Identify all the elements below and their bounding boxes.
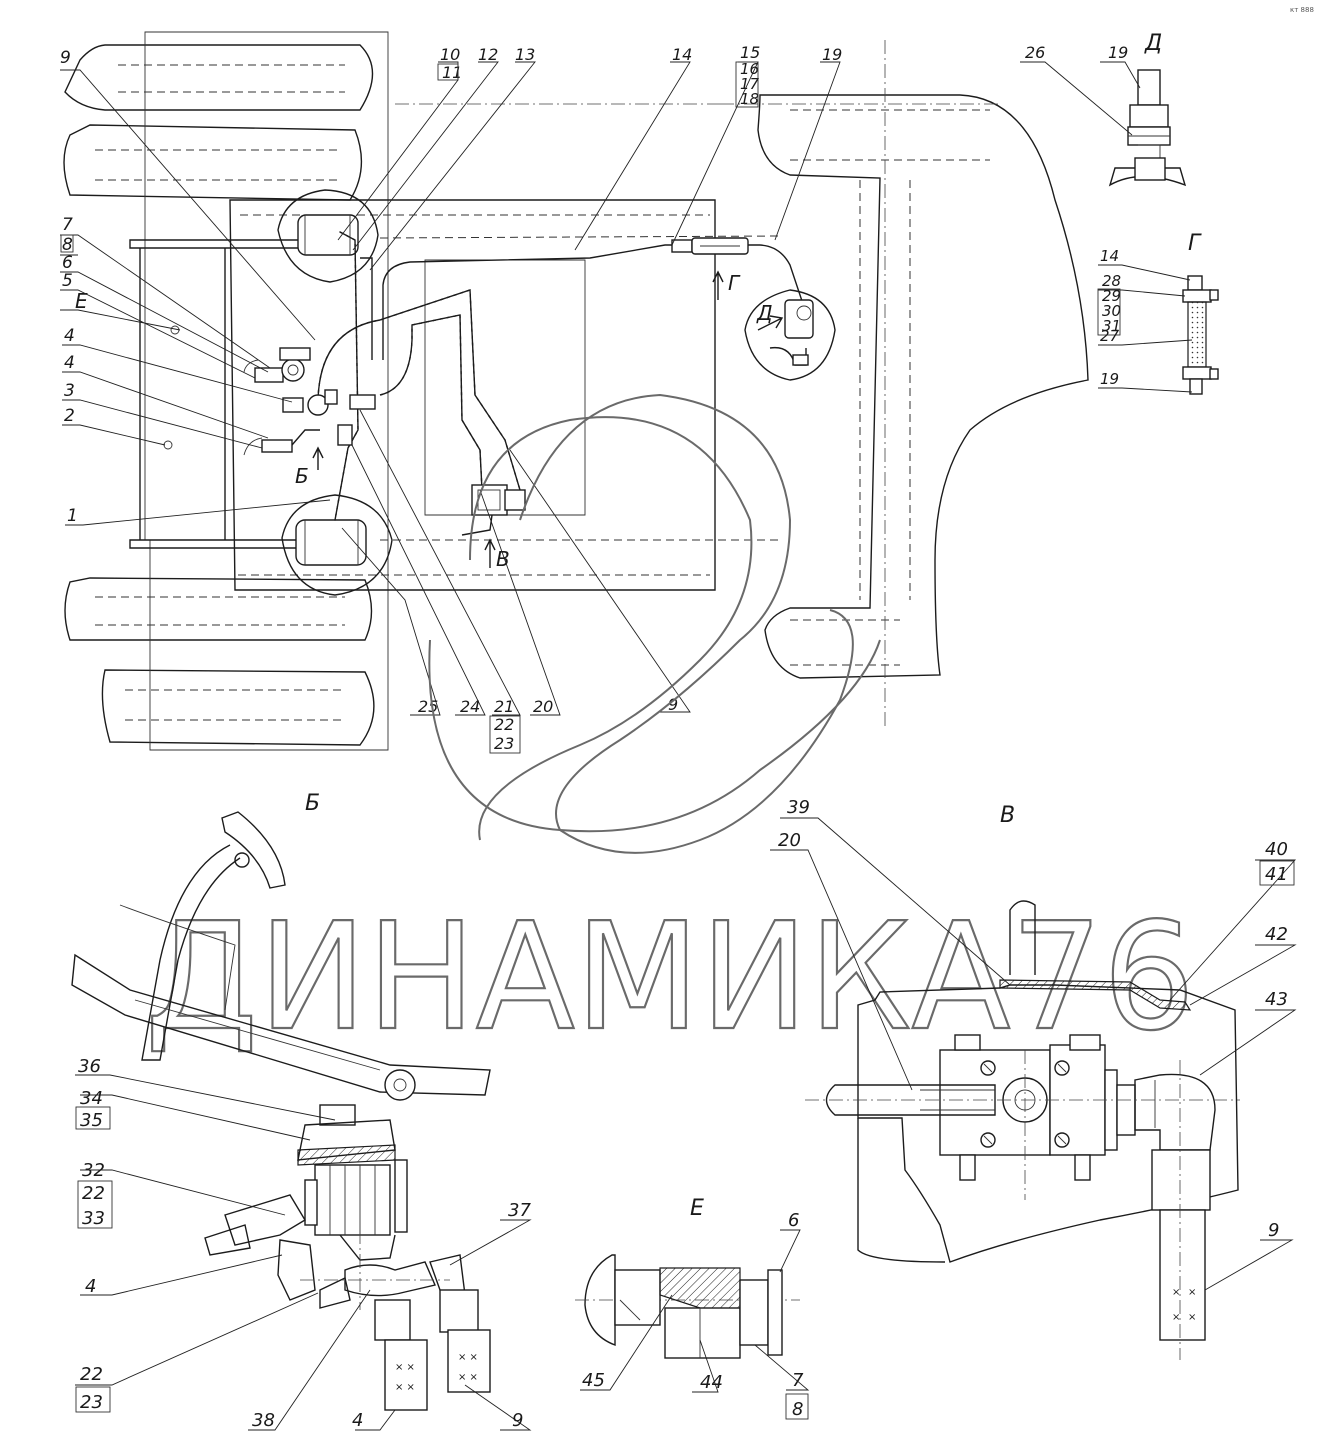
v-label-41: 41 <box>1265 864 1288 885</box>
view-title-e: Е <box>690 1196 704 1221</box>
b-label-34: 34 <box>80 1088 103 1109</box>
d-label-19: 19 <box>1108 43 1128 62</box>
main-label-8: 8 <box>62 235 73 255</box>
main-label-20: 20 <box>533 697 553 716</box>
g-label-19: 19 <box>1100 370 1119 388</box>
view-title-g: Г <box>1188 231 1202 256</box>
view-b: Б × × × × × × × × 36 34 35 <box>71 791 532 1431</box>
main-label-21: 21 <box>494 697 514 716</box>
g-label-30: 30 <box>1102 302 1121 320</box>
x-mark: × <box>1172 1312 1180 1323</box>
b-label-22a: 22 <box>82 1183 105 1204</box>
x-mark: × × <box>395 1382 415 1393</box>
left-wheels <box>63 31 389 751</box>
main-label-19: 19 <box>822 45 842 64</box>
main-label-12: 12 <box>478 45 498 64</box>
main-label-16: 16 <box>740 60 759 78</box>
main-label-15: 15 <box>740 43 760 62</box>
d-label-26: 26 <box>1025 43 1045 62</box>
left-leaders: 7 8 6 5 4 4 3 2 1 <box>60 215 331 526</box>
x-mark: × <box>1188 1287 1196 1298</box>
view-title-d: Д <box>1144 31 1162 56</box>
main-label-1: 1 <box>67 506 78 526</box>
g-label-27: 27 <box>1100 327 1120 345</box>
b-label-23: 23 <box>80 1392 103 1413</box>
brake-chamber-top <box>277 189 379 283</box>
e-label-8: 8 <box>792 1399 803 1420</box>
x-mark: × × <box>395 1362 415 1373</box>
b-label-37: 37 <box>508 1200 531 1221</box>
arrow-label-d: Д <box>756 301 773 325</box>
b-label-33: 33 <box>82 1208 105 1229</box>
main-label-4a: 4 <box>64 326 75 346</box>
v-label-40: 40 <box>1265 839 1288 860</box>
b-label-4a: 4 <box>85 1276 96 1297</box>
bottom-leaders: 25 24 21 22 23 20 9 <box>341 409 691 754</box>
corner-mark: кт 888 <box>1290 6 1314 14</box>
b-label-4b: 4 <box>352 1410 363 1431</box>
main-label-17: 17 <box>740 75 760 93</box>
main-label-22: 22 <box>494 715 514 734</box>
g-label-29: 29 <box>1102 287 1121 305</box>
main-label-4b: 4 <box>64 353 75 373</box>
b-label-36: 36 <box>78 1056 101 1077</box>
g-label-31: 31 <box>1102 317 1121 335</box>
b-label-35: 35 <box>80 1110 103 1131</box>
top-leaders: 9 10 11 12 13 14 15 16 17 18 19 <box>60 43 842 341</box>
view-g: Г 14 28 29 30 31 27 19 <box>1097 231 1219 395</box>
brake-chamber-bottom <box>281 494 393 596</box>
v-label-39: 39 <box>787 797 810 818</box>
valve-cluster <box>243 347 376 456</box>
x-mark: × × <box>458 1352 478 1363</box>
view-title-v: В <box>1000 803 1015 828</box>
view-d: Д 26 19 <box>1020 31 1187 187</box>
x-mark: × × <box>458 1372 478 1383</box>
v-label-42: 42 <box>1265 924 1288 945</box>
v-label-20: 20 <box>778 830 801 851</box>
b-label-38: 38 <box>252 1410 275 1431</box>
main-label-18: 18 <box>740 90 759 108</box>
v-label-9: 9 <box>1268 1220 1279 1241</box>
b-label-9: 9 <box>512 1410 523 1431</box>
view-label-e-marker: Е <box>75 289 88 313</box>
main-label-6: 6 <box>62 253 73 273</box>
view-v: В × × × × 39 20 40 41 <box>770 797 1297 1360</box>
main-label-14: 14 <box>672 45 692 64</box>
e-label-6: 6 <box>788 1210 799 1231</box>
main-label-13: 13 <box>515 45 535 64</box>
watermark: ДИНАМИКА76 <box>144 393 1196 1064</box>
arrow-label-b: Б <box>295 464 309 488</box>
view-arrows: Б В Г Д Е <box>75 270 784 571</box>
main-view: Б В Г Д Е 7 8 6 5 4 4 3 2 1 9 10 <box>60 31 1089 754</box>
main-label-10: 10 <box>440 45 460 64</box>
view-e: Е 6 45 44 7 8 <box>575 1196 810 1420</box>
x-mark: × <box>1172 1287 1180 1298</box>
main-label-25: 25 <box>418 697 438 716</box>
main-label-2: 2 <box>64 406 75 426</box>
main-label-7: 7 <box>62 215 73 235</box>
e-label-45: 45 <box>582 1370 605 1391</box>
view-title-b: Б <box>305 791 320 816</box>
main-label-23: 23 <box>494 734 514 753</box>
g-label-28: 28 <box>1102 272 1121 290</box>
main-label-24: 24 <box>460 697 480 716</box>
b-label-22b: 22 <box>80 1364 103 1385</box>
main-label-9-top: 9 <box>60 48 71 68</box>
main-label-3: 3 <box>64 381 75 401</box>
e-label-7: 7 <box>792 1370 804 1391</box>
main-label-5: 5 <box>62 271 73 291</box>
main-label-11: 11 <box>442 63 462 82</box>
b-label-32: 32 <box>82 1160 105 1181</box>
v-label-43: 43 <box>1265 989 1288 1010</box>
g-label-14: 14 <box>1100 247 1119 265</box>
e-label-44: 44 <box>700 1372 723 1393</box>
watermark-text: ДИНАМИКА76 <box>145 891 1195 1063</box>
x-mark: × <box>1188 1312 1196 1323</box>
main-label-9-bottom: 9 <box>668 695 678 714</box>
arrow-label-g: Г <box>728 271 741 295</box>
